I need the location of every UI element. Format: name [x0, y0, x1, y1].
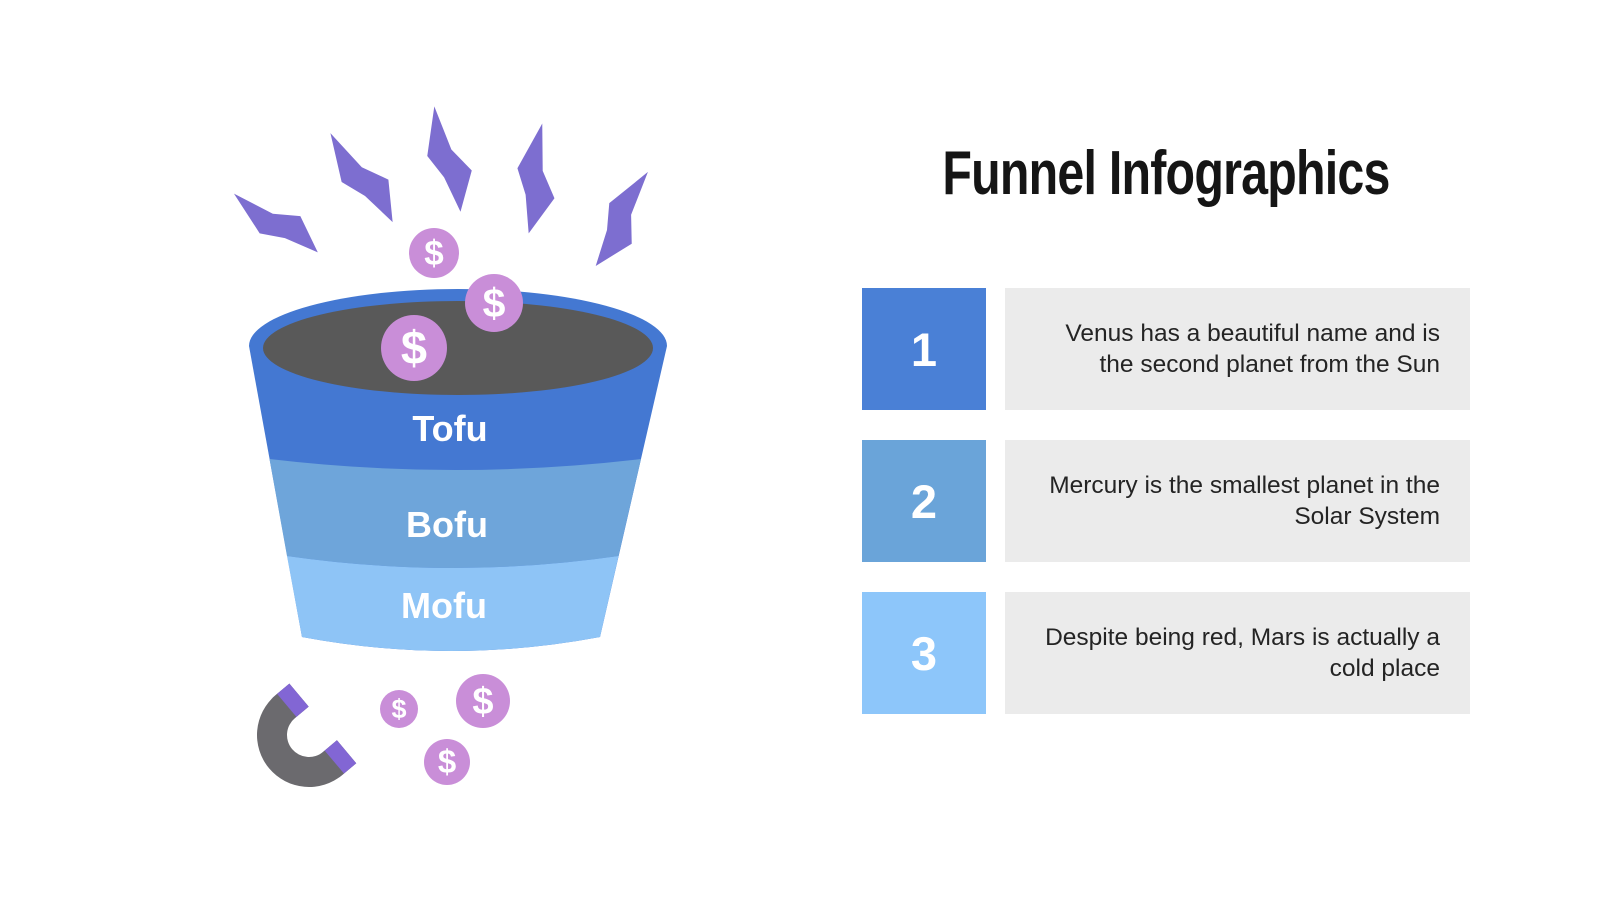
list-item: 2 Mercury is the smallest planet in the … [862, 440, 1470, 562]
svg-text:$: $ [401, 321, 427, 374]
funnel-illustration: $ $ $ Tofu Bofu Mofu $ $ [233, 106, 667, 787]
funnel [249, 289, 667, 651]
coins-top: $ $ $ [381, 228, 523, 381]
lightning-bolt-icon [427, 106, 472, 212]
svg-text:$: $ [472, 681, 493, 723]
lightning-bolt-icon [595, 171, 648, 266]
lightning-bolt-icon [330, 133, 393, 223]
item-text-box: Venus has a beautiful name and is the se… [1005, 288, 1470, 410]
item-text: Despite being red, Mars is actually a co… [1045, 624, 1440, 682]
content-column: Funnel Infographics 1 Venus has a beauti… [862, 0, 1470, 900]
coin-icon: $ [456, 674, 510, 728]
svg-text:$: $ [391, 694, 406, 724]
item-number-badge: 3 [862, 592, 986, 714]
coin-icon: $ [465, 274, 523, 332]
funnel-label-mofu: Mofu [401, 585, 487, 626]
item-text: Mercury is the smallest planet in the So… [1049, 472, 1440, 530]
coin-icon: $ [409, 228, 459, 278]
item-number-badge: 1 [862, 288, 986, 410]
coin-icon: $ [424, 739, 470, 785]
coins-bottom: $ $ $ [380, 674, 510, 785]
list-item: 3 Despite being red, Mars is actually a … [862, 592, 1470, 714]
lightning-bolt-icon [233, 193, 318, 253]
svg-text:$: $ [483, 280, 506, 326]
svg-text:$: $ [438, 743, 456, 780]
funnel-label-bofu: Bofu [406, 504, 488, 545]
lightning-bolts [233, 106, 648, 266]
funnel-opening [263, 301, 653, 395]
funnel-stage-mofu [287, 556, 619, 651]
item-text-box: Mercury is the smallest planet in the So… [1005, 440, 1470, 562]
item-text-box: Despite being red, Mars is actually a co… [1005, 592, 1470, 714]
item-text: Venus has a beautiful name and is the se… [1065, 320, 1440, 378]
page-title: Funnel Infographics [942, 138, 1390, 208]
svg-text:$: $ [424, 234, 443, 273]
magnet-icon [257, 683, 357, 787]
coin-icon: $ [380, 690, 418, 728]
list-item: 1 Venus has a beautiful name and is the … [862, 288, 1470, 410]
funnel-labels: Tofu Bofu Mofu [401, 408, 488, 626]
funnel-label-tofu: Tofu [412, 408, 487, 449]
item-number-badge: 2 [862, 440, 986, 562]
coin-icon: $ [381, 315, 447, 381]
funnel-stage-bofu [269, 459, 641, 568]
lightning-bolt-icon [517, 123, 555, 234]
